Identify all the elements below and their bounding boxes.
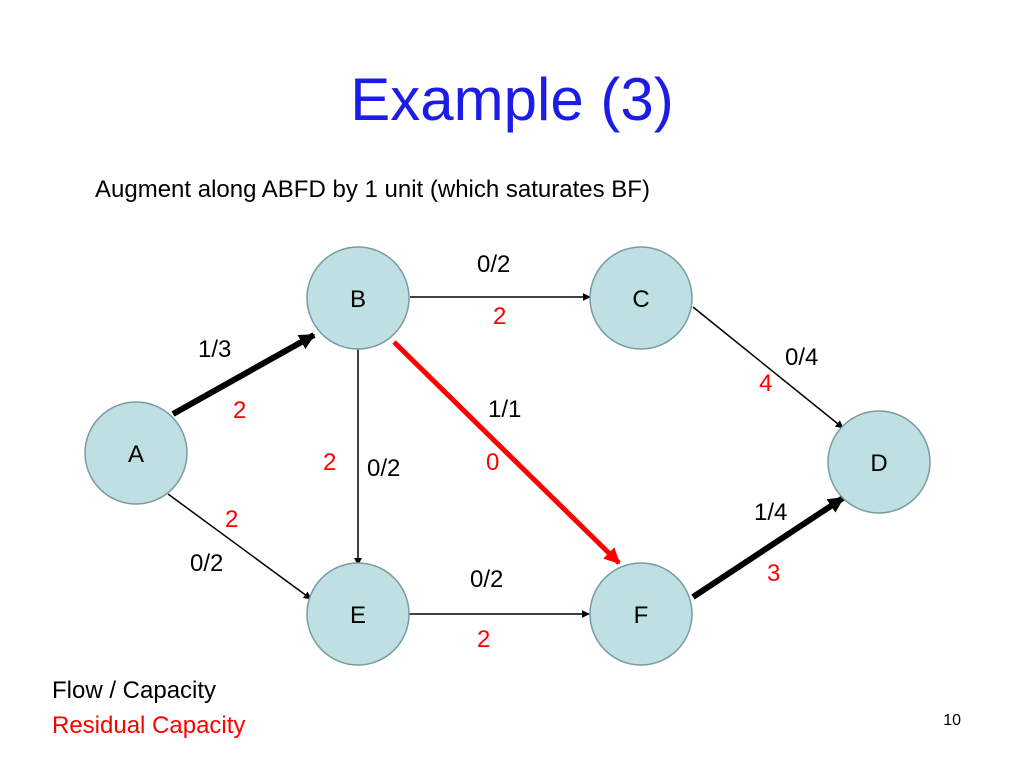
edge-a-e <box>167 493 312 600</box>
edge-b-f-residual: 0 <box>486 449 499 476</box>
node-a-circle <box>84 401 188 505</box>
edge-a-b-residual: 2 <box>233 397 246 424</box>
node-f-label: F <box>634 602 649 629</box>
node-e-label: E <box>350 602 366 629</box>
node-b-label: B <box>350 286 366 313</box>
edge-c-d-residual: 4 <box>759 370 772 397</box>
edge-e-f-flow: 0/2 <box>470 566 503 593</box>
edge-f-d-flow: 1/4 <box>754 499 787 526</box>
node-d-label: D <box>870 450 887 477</box>
edge-f-d <box>691 495 845 600</box>
edge-a-b-flow: 1/3 <box>198 336 231 363</box>
legend-flow-capacity: Flow / Capacity <box>52 677 216 704</box>
page-number: 10 <box>943 712 961 729</box>
edge-b-c-flow: 0/2 <box>477 251 510 278</box>
node-e-circle <box>306 562 410 666</box>
edges <box>167 293 845 618</box>
nodes: A B C D E F <box>84 246 931 666</box>
edge-b-e-residual: 2 <box>323 449 336 476</box>
edge-b-f-flow: 1/1 <box>488 396 521 423</box>
node-b-circle <box>306 246 410 350</box>
slide-title: Example (3) <box>350 66 673 133</box>
node-d-circle <box>827 410 931 514</box>
node-c: C <box>589 246 693 350</box>
edge-c-d <box>692 306 844 429</box>
edge-a-b <box>171 332 316 417</box>
edge-e-f-residual: 2 <box>477 626 490 653</box>
node-b: B <box>306 246 410 350</box>
edge-b-e-flow: 0/2 <box>367 455 400 482</box>
node-f: F <box>589 562 693 666</box>
legend-residual-capacity: Residual Capacity <box>52 712 245 739</box>
edge-a-e-residual: 2 <box>225 506 238 533</box>
node-d: D <box>827 410 931 514</box>
edge-f-d-residual: 3 <box>767 560 780 587</box>
edge-b-c-residual: 2 <box>493 303 506 330</box>
slide-subtitle: Augment along ABFD by 1 unit (which satu… <box>95 176 650 203</box>
node-e: E <box>306 562 410 666</box>
node-a-label: A <box>128 441 144 468</box>
edge-labels: 1/3 2 0/2 2 0/2 2 0/2 2 1/1 0 0/4 4 0/2 … <box>190 251 818 653</box>
node-a: A <box>84 401 188 505</box>
node-f-circle <box>589 562 693 666</box>
node-c-circle <box>589 246 693 350</box>
edge-b-f <box>392 340 621 565</box>
node-c-label: C <box>632 286 649 313</box>
edge-a-e-flow: 0/2 <box>190 550 223 577</box>
edge-c-d-flow: 0/4 <box>785 344 818 371</box>
